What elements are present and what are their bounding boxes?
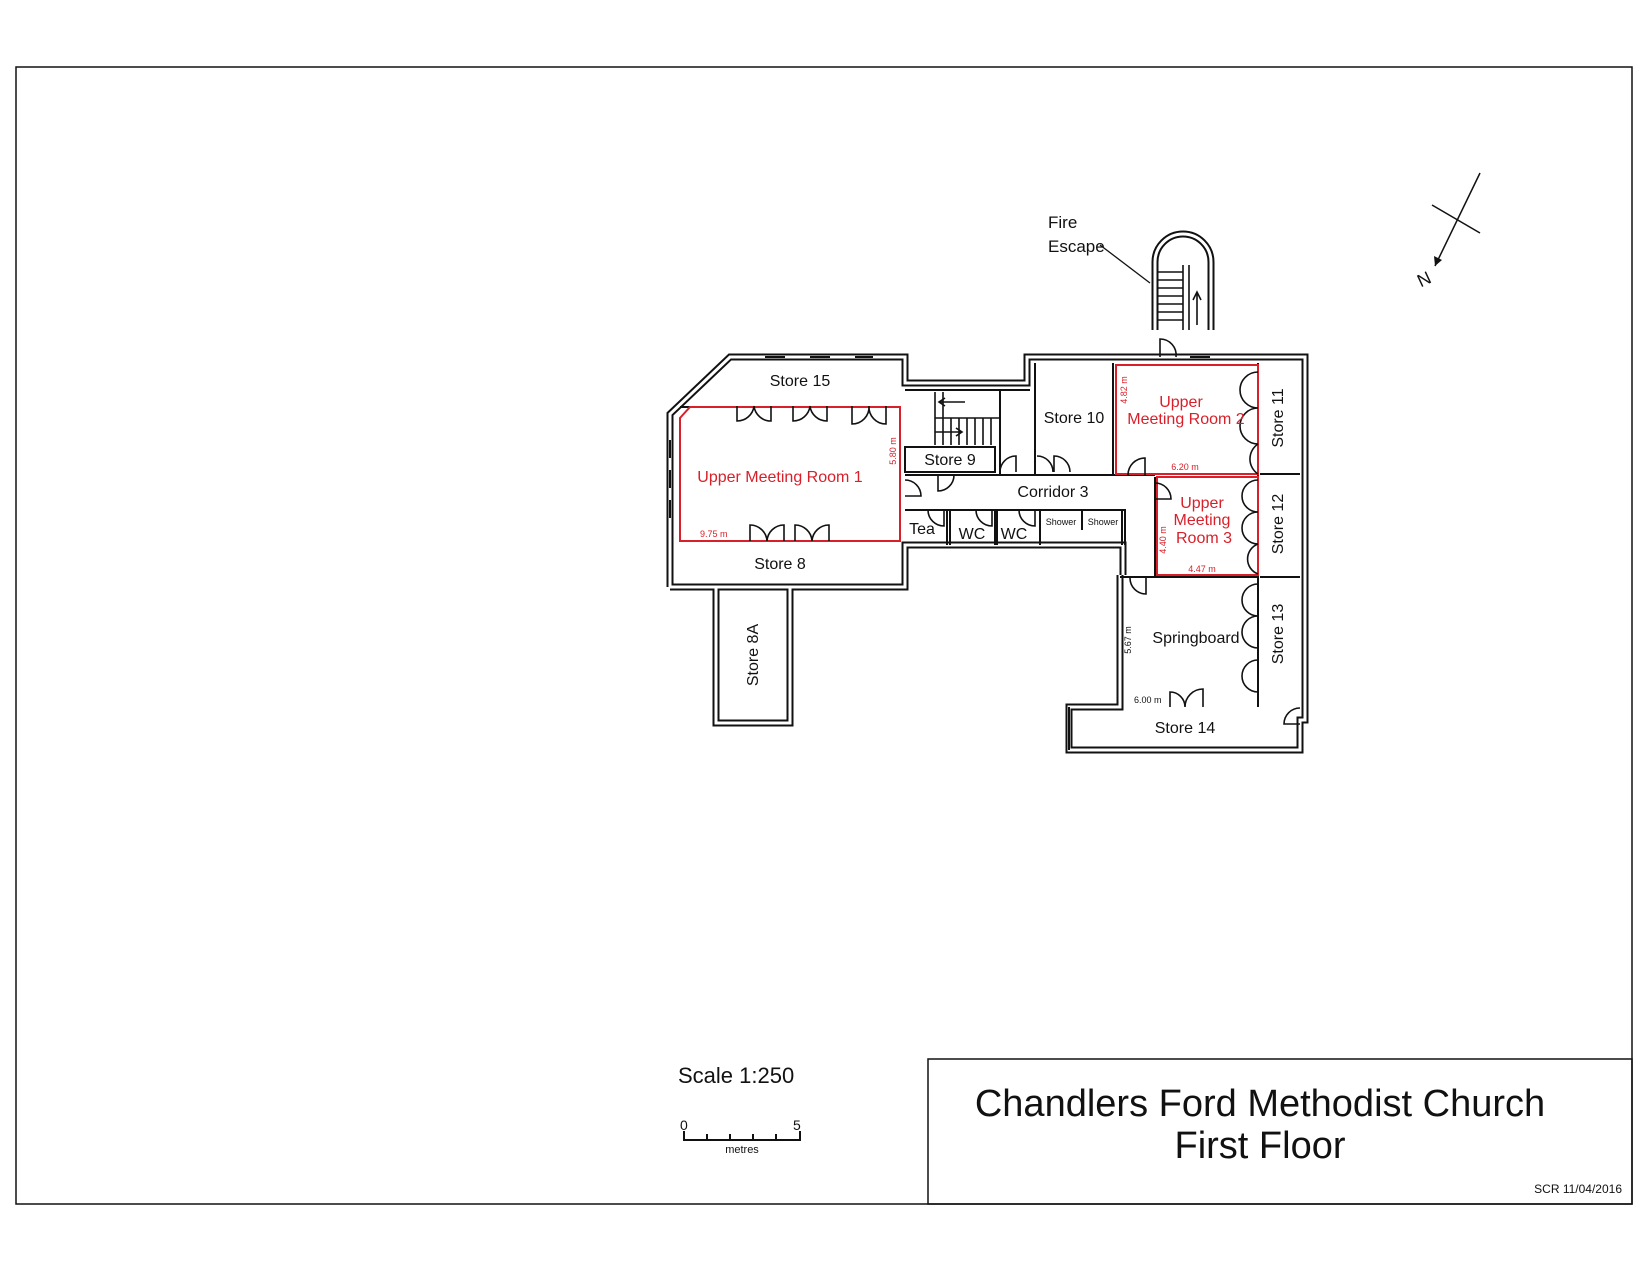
drawing-subtitle: First Floor bbox=[1175, 1125, 1346, 1167]
north-label: N bbox=[1414, 267, 1434, 291]
room-springboard: Springboard bbox=[1152, 630, 1239, 647]
dim-umr2-width: 6.20 m bbox=[1171, 462, 1199, 472]
room-dimensions: 5.80 m 9.75 m 4.82 m 6.20 m 4.40 m 4.47 … bbox=[700, 376, 1216, 705]
room-wc-2: WC bbox=[1001, 526, 1028, 543]
scale-bar: Scale 1:250 0 5 metres bbox=[678, 1063, 801, 1156]
fire-escape: Fire Escape bbox=[1048, 213, 1215, 330]
dim-springboard-width: 6.00 m bbox=[1134, 695, 1162, 705]
room-upper-meeting-room-2-line2: Meeting Room 2 bbox=[1127, 411, 1244, 428]
scale-label: Scale 1:250 bbox=[678, 1063, 794, 1088]
doors bbox=[736, 338, 1301, 725]
scale-end: 5 bbox=[793, 1117, 801, 1133]
fire-escape-leader bbox=[1099, 244, 1151, 284]
room-store-10: Store 10 bbox=[1044, 410, 1105, 427]
room-upper-meeting-room-1: Upper Meeting Room 1 bbox=[697, 469, 863, 486]
room-store-14: Store 14 bbox=[1155, 720, 1216, 737]
room-labels: Store 15 Upper Meeting Room 1 Store 8 St… bbox=[697, 373, 1287, 737]
bookable-rooms-outline bbox=[679, 364, 1259, 576]
north-arrow-cross bbox=[1431, 204, 1481, 234]
room-upper-meeting-room-3-line3: Room 3 bbox=[1176, 530, 1232, 547]
room-store-13: Store 13 bbox=[1270, 604, 1287, 665]
scale-start: 0 bbox=[680, 1117, 688, 1133]
north-arrow-head-icon bbox=[1434, 256, 1442, 266]
room-store-11: Store 11 bbox=[1270, 388, 1287, 447]
room-corridor-3: Corridor 3 bbox=[1017, 484, 1088, 501]
dim-springboard-height: 5.67 m bbox=[1123, 626, 1133, 654]
room-store-8: Store 8 bbox=[754, 556, 806, 573]
room-wc-1: WC bbox=[959, 526, 986, 543]
room-shower-2: Shower bbox=[1088, 517, 1119, 527]
room-upper-meeting-room-2-line1: Upper bbox=[1159, 394, 1203, 411]
room-store-15: Store 15 bbox=[770, 373, 831, 390]
main-stairs-icon bbox=[934, 392, 1000, 445]
title-block-frame bbox=[927, 1058, 1633, 1205]
fire-escape-label-1: Fire bbox=[1048, 213, 1077, 232]
room-upper-meeting-room-3-line2: Meeting bbox=[1174, 512, 1231, 529]
drawing-footer: SCR 11/04/2016 bbox=[1534, 1182, 1622, 1196]
room-upper-meeting-room-3-line1: Upper bbox=[1180, 495, 1224, 512]
dim-umr3-width: 4.47 m bbox=[1188, 564, 1216, 574]
dim-umr1-height: 5.80 m bbox=[888, 437, 898, 465]
room-shower-1: Shower bbox=[1046, 517, 1077, 527]
scale-unit: metres bbox=[725, 1144, 759, 1156]
drawing-title: Chandlers Ford Methodist Church bbox=[975, 1083, 1545, 1125]
scale-bar-line bbox=[683, 1131, 801, 1141]
dim-umr2-height: 4.82 m bbox=[1119, 376, 1129, 404]
dim-umr1-width: 9.75 m bbox=[700, 529, 728, 539]
room-store-12: Store 12 bbox=[1270, 494, 1287, 555]
fire-escape-label-2: Escape bbox=[1048, 237, 1105, 256]
north-arrow: N bbox=[1414, 172, 1481, 291]
room-store-9: Store 9 bbox=[924, 452, 976, 469]
title-block: Chandlers Ford Methodist Church First Fl… bbox=[927, 1058, 1633, 1205]
dim-umr3-height: 4.40 m bbox=[1158, 526, 1168, 554]
fire-escape-stairs bbox=[1158, 265, 1202, 330]
drawing-border bbox=[15, 66, 1633, 1205]
room-store-8a: Store 8A bbox=[745, 624, 762, 687]
room-tea: Tea bbox=[909, 521, 935, 538]
